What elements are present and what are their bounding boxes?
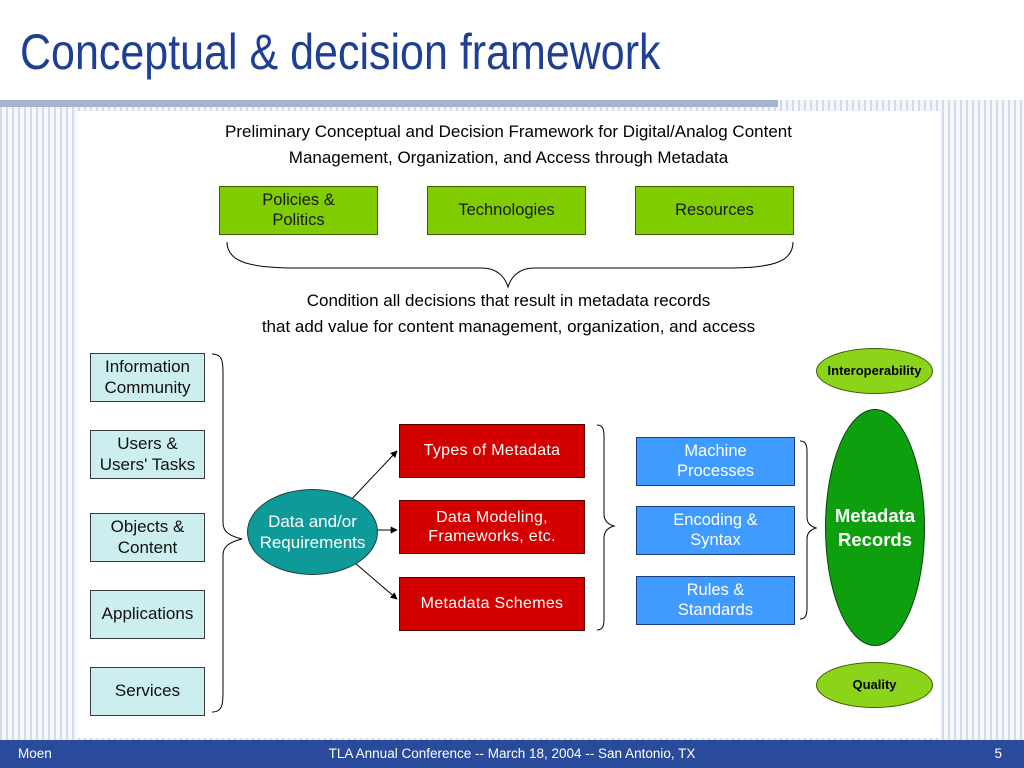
slide-number: 5 [994, 746, 1002, 761]
technologies-box: Technologies [427, 186, 586, 235]
metadata-schemes-box: Metadata Schemes [399, 577, 585, 631]
arrow-to-types [347, 450, 398, 504]
diagram-connectors [211, 241, 818, 713]
slide-title: Conceptual & decision framework [20, 24, 661, 80]
applications-box: Applications [90, 590, 205, 639]
footer-event: TLA Annual Conference -- March 18, 2004 … [328, 746, 696, 761]
condition-line2: that add value for content management, o… [261, 317, 756, 336]
diagram-heading-line1: Preliminary Conceptual and Decision Fram… [225, 122, 792, 141]
condition-statement: Condition all decisions that result in m… [77, 288, 940, 340]
metadata-records-ellipse: Metadata Records [825, 409, 925, 646]
blue-boxes-brace [799, 440, 818, 620]
title-area: Conceptual & decision framework [0, 0, 1024, 100]
data-requirements-ellipse: Data and/or Requirements [247, 489, 378, 575]
policies-box: Policies & Politics [219, 186, 378, 235]
condition-line1: Condition all decisions that result in m… [306, 291, 711, 310]
left-brace [211, 353, 243, 713]
encoding-syntax-box: Encoding & Syntax [636, 506, 795, 555]
slide-footer: Moen TLA Annual Conference -- March 18, … [0, 740, 1024, 768]
data-modeling-box: Data Modeling, Frameworks, etc. [399, 500, 585, 554]
footer-author: Moen [18, 746, 52, 761]
framework-diagram: Preliminary Conceptual and Decision Fram… [77, 111, 940, 738]
users-tasks-box: Users & Users' Tasks [90, 430, 205, 479]
diagram-heading: Preliminary Conceptual and Decision Fram… [77, 119, 940, 171]
diagram-heading-line2: Management, Organization, and Access thr… [288, 148, 729, 167]
resources-box: Resources [635, 186, 794, 235]
red-boxes-brace [596, 424, 616, 631]
title-underline [0, 100, 778, 107]
rules-standards-box: Rules & Standards [636, 576, 795, 625]
objects-content-box: Objects & Content [90, 513, 205, 562]
information-community-box: Information Community [90, 353, 205, 402]
top-brace [226, 241, 794, 289]
quality-ellipse: Quality [816, 662, 933, 708]
services-box: Services [90, 667, 205, 716]
types-of-metadata-box: Types of Metadata [399, 424, 585, 478]
interoperability-ellipse: Interoperability [816, 348, 933, 394]
machine-processes-box: Machine Processes [636, 437, 795, 486]
